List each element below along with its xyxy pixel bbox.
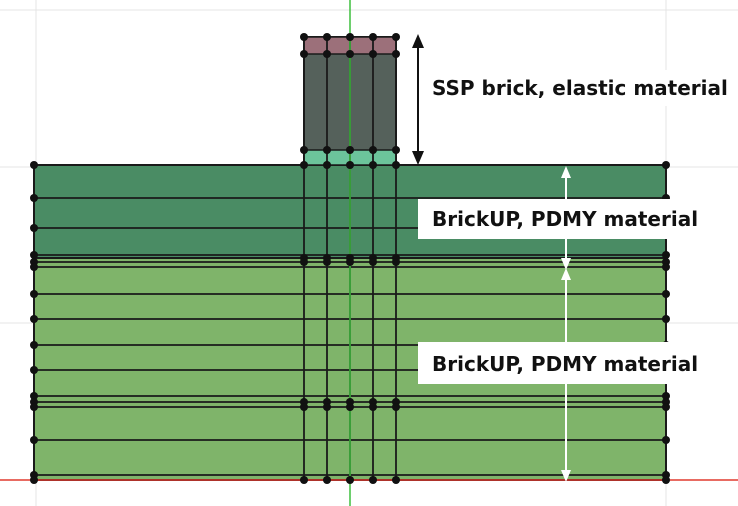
arrow-head-down-icon — [561, 470, 571, 482]
node-dot — [662, 476, 670, 484]
node-dot — [30, 392, 38, 400]
node-dot — [392, 476, 400, 484]
node-dot — [346, 146, 354, 154]
node-dot — [323, 403, 331, 411]
node-dot — [323, 476, 331, 484]
node-dot — [662, 263, 670, 271]
node-dot — [300, 258, 308, 266]
node-dot — [369, 146, 377, 154]
node-dot — [30, 341, 38, 349]
node-dot — [662, 403, 670, 411]
node-dot — [392, 50, 400, 58]
node-dot — [300, 146, 308, 154]
arrow-head-up-icon — [561, 268, 571, 280]
label-middle-bg — [418, 199, 708, 239]
node-dot — [346, 403, 354, 411]
node-dot — [346, 161, 354, 169]
node-dot — [323, 161, 331, 169]
node-dot — [300, 50, 308, 58]
node-dot — [323, 50, 331, 58]
node-dot — [346, 50, 354, 58]
node-dot — [323, 146, 331, 154]
node-dot — [662, 161, 670, 169]
node-dot — [30, 224, 38, 232]
node-dot — [369, 50, 377, 58]
node-dot — [323, 33, 331, 41]
node-dot — [346, 33, 354, 41]
node-dot — [30, 315, 38, 323]
node-dot — [369, 33, 377, 41]
node-dot — [300, 476, 308, 484]
node-dot — [662, 315, 670, 323]
node-dot — [369, 403, 377, 411]
label-ssp-brick: SSP brick, elastic material — [432, 76, 728, 100]
label-lower-brickup: BrickUP, PDMY material — [432, 352, 698, 376]
node-dot — [30, 403, 38, 411]
node-dot — [30, 436, 38, 444]
node-dot — [392, 33, 400, 41]
node-dot — [392, 403, 400, 411]
node-dot — [30, 251, 38, 259]
node-dot — [346, 476, 354, 484]
node-dot — [392, 258, 400, 266]
node-dot — [30, 476, 38, 484]
node-dot — [346, 258, 354, 266]
node-dot — [300, 33, 308, 41]
node-dot — [662, 436, 670, 444]
ssp-dimension-arrow — [412, 34, 424, 165]
node-dot — [369, 258, 377, 266]
node-dot — [662, 392, 670, 400]
arrow-head-down-icon — [412, 151, 424, 165]
node-dot — [30, 194, 38, 202]
node-dot — [30, 290, 38, 298]
node-dot — [30, 366, 38, 374]
label-upper-brickup: BrickUP, PDMY material — [432, 207, 698, 231]
node-dot — [662, 251, 670, 259]
arrow-head-up-icon — [412, 34, 424, 48]
arrow-head-up-icon — [561, 166, 571, 178]
node-dot — [300, 161, 308, 169]
node-dot — [392, 146, 400, 154]
node-dot — [392, 161, 400, 169]
node-dot — [30, 263, 38, 271]
node-dot — [369, 161, 377, 169]
label-top-bg — [426, 70, 724, 106]
node-dot — [662, 290, 670, 298]
label-bottom-bg — [418, 342, 708, 384]
node-dot — [369, 476, 377, 484]
arrow-head-down-icon — [561, 258, 571, 270]
node-dot — [323, 258, 331, 266]
node-dot — [30, 161, 38, 169]
node-dot — [300, 403, 308, 411]
